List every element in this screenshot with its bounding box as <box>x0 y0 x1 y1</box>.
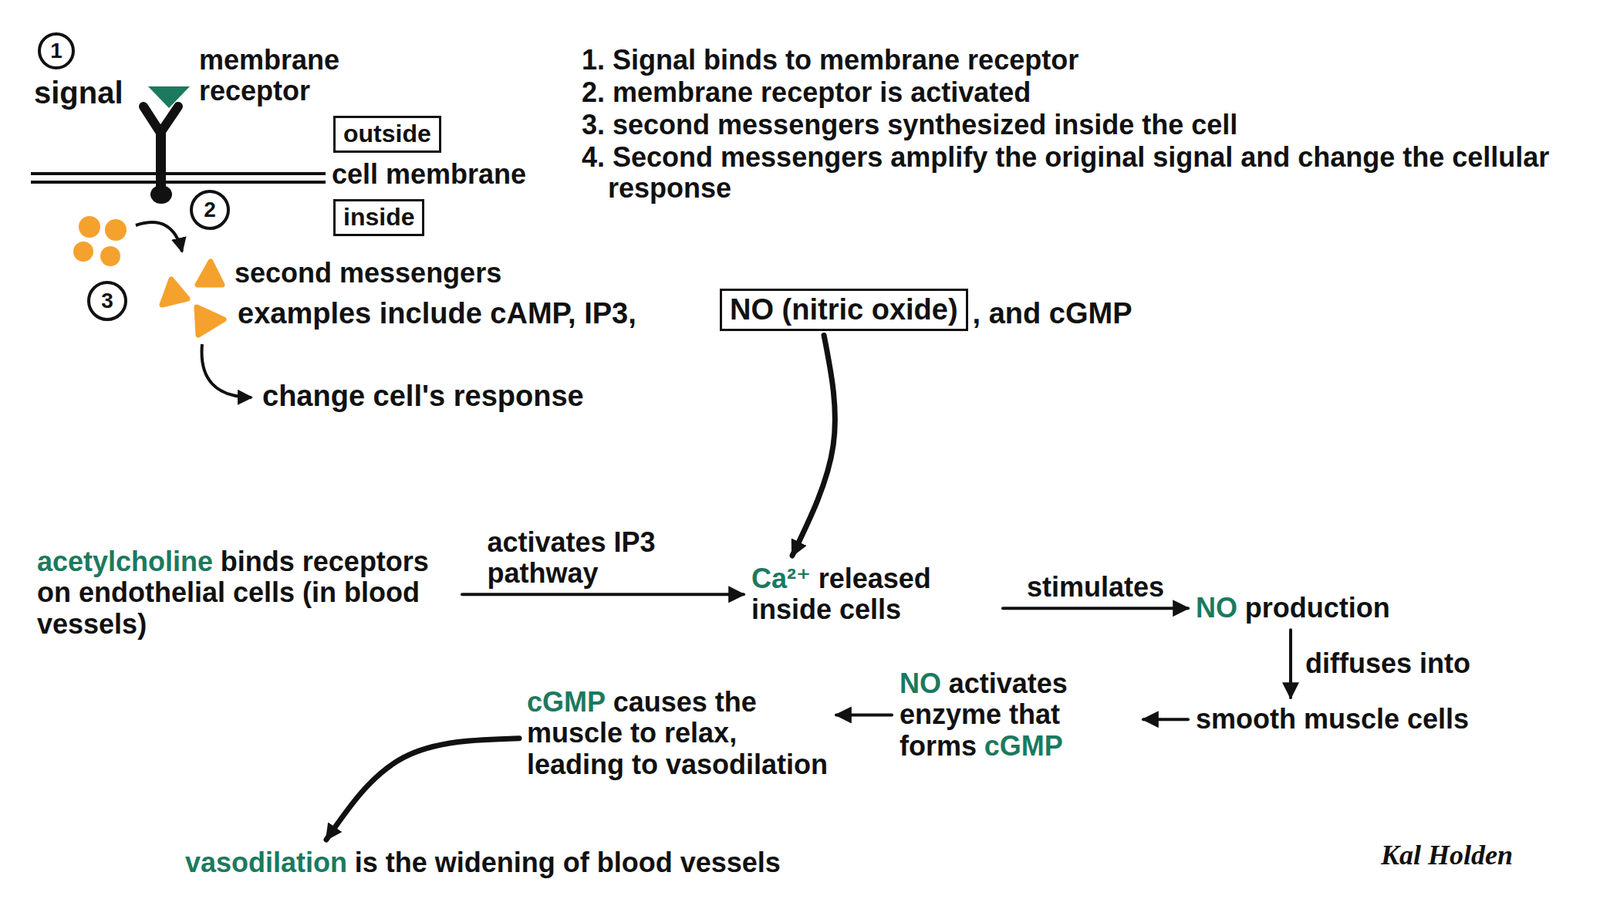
flow-arrow <box>1289 629 1293 698</box>
signature: Kal Holden <box>1380 839 1513 871</box>
key-term: acetylcholine <box>37 545 213 578</box>
cell-membrane <box>30 173 326 183</box>
part-label: membrane receptor <box>199 44 377 108</box>
node-text: is the widening of blood vessels <box>354 846 781 878</box>
flow-step: NOproduction <box>1194 590 1392 625</box>
step-item: 4. Second messengers amplify the origina… <box>581 141 1577 205</box>
flow-step: NOactivates enzyme that formscGMP <box>897 666 1138 763</box>
edge-label: diffuses into <box>1302 648 1473 679</box>
messenger-dots <box>73 216 127 267</box>
key-term: NO <box>899 667 942 699</box>
flow-arrow <box>462 592 744 596</box>
edge-label: stimulates <box>1024 571 1167 603</box>
flow-arrow <box>1143 717 1189 721</box>
signal-symbol <box>148 86 190 109</box>
callout-number: 3 <box>91 287 123 314</box>
part-label: cell membrane <box>331 158 527 190</box>
messenger-triangle <box>196 307 224 335</box>
callout-circle <box>191 191 229 229</box>
edge-label: activates IP3 pathway <box>485 526 722 588</box>
node-text: production <box>1245 591 1391 624</box>
part-label: second messengers <box>234 257 502 289</box>
membrane-line <box>30 172 326 176</box>
messenger-triangles <box>162 261 224 335</box>
flow-step: smooth muscle cells <box>1194 702 1471 736</box>
step-item: 3. second messengers synthesized inside … <box>581 109 1577 141</box>
node-text: smooth muscle cells <box>1195 702 1469 735</box>
boxed-term: inside <box>333 199 425 237</box>
node-text: inside <box>343 202 415 231</box>
messenger-triangle <box>162 279 188 305</box>
messenger-dot <box>73 241 94 262</box>
flow-step: vasodilationis the widening of blood ves… <box>183 845 783 880</box>
receptor-knob <box>150 185 173 204</box>
messenger-dot <box>104 219 127 241</box>
signal-label: signal <box>33 75 124 111</box>
receptor-stem <box>155 129 166 193</box>
flow-arrow <box>326 738 520 840</box>
step-item: 1. Signal binds to membrane receptor <box>581 44 1577 76</box>
key-term: vasodilation <box>185 846 348 878</box>
boxed-term: outside <box>333 115 442 153</box>
boxed-term: NO (nitric oxide) <box>719 288 969 331</box>
receptor-arms <box>143 106 179 133</box>
messenger-dot <box>78 216 101 238</box>
messenger-triangle <box>197 261 223 285</box>
flow-arrow <box>792 335 835 556</box>
key-term: NO <box>1195 591 1238 624</box>
membrane-line <box>30 180 326 184</box>
callout-number: 1 <box>40 37 72 65</box>
flow-step: cGMPcauses the muscle to relax, leading … <box>525 685 831 782</box>
messenger-dot <box>100 246 121 267</box>
flow-step: acetylcholinebinds receptors on endothel… <box>35 544 456 642</box>
key-term: Ca²⁺ <box>751 562 811 595</box>
examples-text: examples include cAMP, IP3, <box>237 297 637 331</box>
flow-step: Ca²⁺released inside cells <box>749 561 997 628</box>
flow-arrow <box>1002 606 1189 610</box>
key-term: cGMP <box>526 685 606 718</box>
examples-text: , and cGMP <box>972 297 1133 331</box>
step-item: 2. membrane receptor is activated <box>581 77 1577 109</box>
node-text: NO (nitric oxide) <box>729 293 959 326</box>
callout-number: 2 <box>194 196 226 223</box>
receptor-symbol <box>143 106 179 204</box>
node-text: outside <box>343 119 432 148</box>
callout-circle <box>39 33 74 68</box>
callout-circle <box>88 282 126 320</box>
flow-arrow <box>836 712 892 716</box>
response-arrow <box>202 344 252 398</box>
note-text: change cell's response <box>262 379 584 413</box>
key-term: cGMP <box>984 729 1064 762</box>
activation-arrow <box>135 222 183 252</box>
